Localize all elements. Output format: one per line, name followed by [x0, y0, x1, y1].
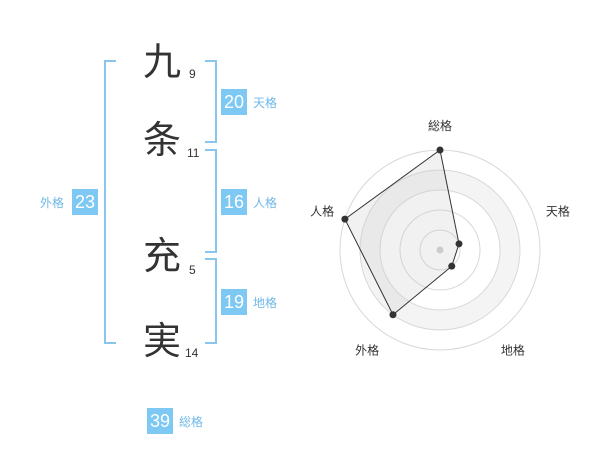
radar-point-5	[341, 215, 349, 223]
tenkaku-label: 天格	[253, 96, 278, 110]
radar-axis-label-4: 外格	[355, 342, 379, 357]
char-3: 充	[143, 234, 182, 278]
radar-ring-3	[379, 189, 501, 311]
radar-ring-1	[419, 229, 461, 271]
gaikaku-bracket	[104, 60, 116, 344]
strokes-1: 9	[189, 67, 196, 81]
jinkaku-bracket	[205, 149, 217, 253]
strokes-4: 14	[185, 346, 199, 360]
radar-center-dot	[436, 246, 444, 254]
strokes-3: 5	[189, 263, 196, 277]
radar-point-3	[448, 262, 456, 270]
radar-axis-label-5: 人格	[310, 204, 334, 219]
chikaku-bracket	[205, 258, 217, 344]
radar-point-4	[389, 311, 397, 319]
char-1: 九	[143, 40, 182, 84]
chikaku-label: 地格	[253, 296, 278, 310]
gaikaku-value: 23	[72, 189, 98, 215]
radar-axis-label-1: 総格	[428, 118, 452, 133]
radar-axis-label-3: 地格	[501, 342, 525, 357]
radar-ring-2	[399, 209, 481, 291]
char-4: 実	[143, 319, 182, 363]
strokes-2: 11	[187, 146, 200, 160]
jinkaku-value: 16	[221, 189, 247, 215]
tenkaku-bracket	[205, 60, 217, 143]
jinkaku-label: 人格	[253, 196, 278, 210]
soukaku-value: 39	[147, 408, 173, 434]
radar-point-2	[455, 240, 463, 248]
radar-polygon	[344, 149, 460, 316]
tenkaku-value: 20	[221, 89, 247, 115]
soukaku-label: 総格	[179, 415, 204, 429]
radar-point-1	[436, 146, 444, 154]
radar-axis-label-2: 天格	[546, 204, 570, 219]
char-2: 条	[143, 118, 182, 162]
gaikaku-label: 外格	[40, 196, 65, 210]
chikaku-value: 19	[221, 289, 247, 315]
